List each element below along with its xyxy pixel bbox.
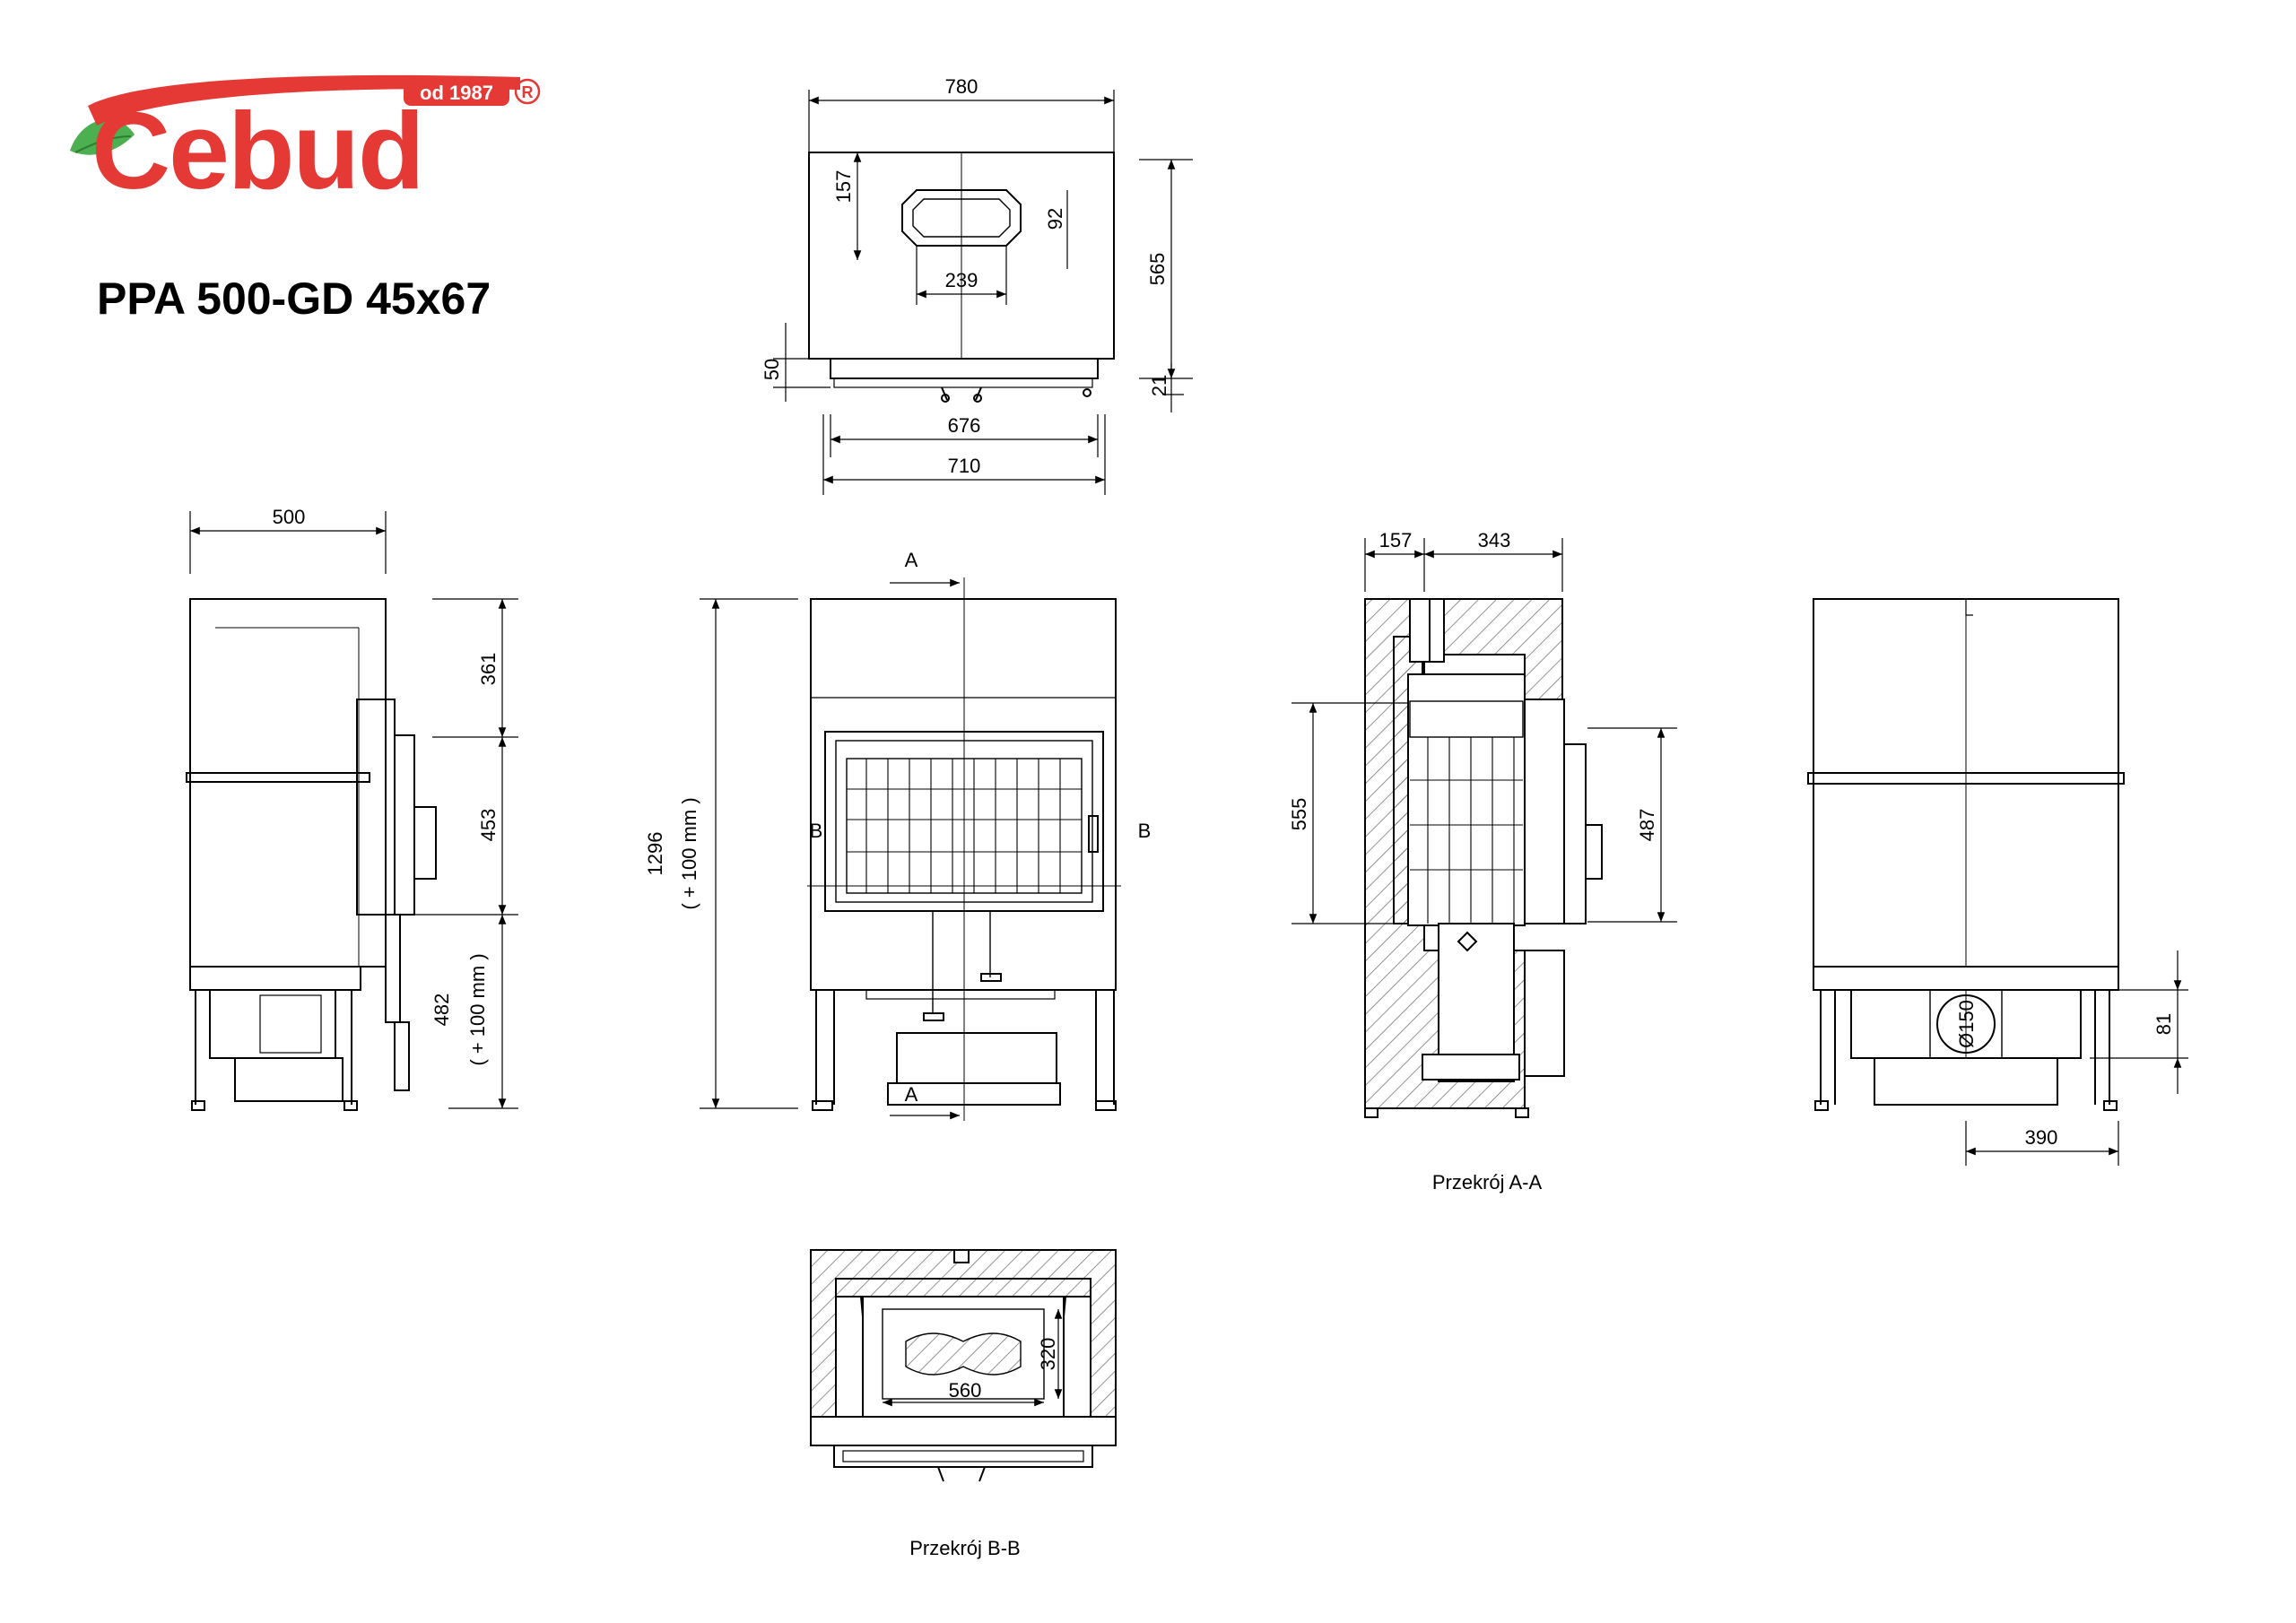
- top-view: [773, 90, 1193, 495]
- front-view-labels: A A B B 1296 ( + 100 mm ): [644, 549, 1151, 1106]
- dim-81: 81: [2152, 1013, 2175, 1035]
- dim-487: 487: [1636, 809, 1658, 842]
- registered-mark: [514, 78, 541, 105]
- section-aa-view: [1292, 538, 1677, 1118]
- dim-361: 361: [477, 653, 500, 686]
- section-a-bottom: A: [905, 1083, 918, 1106]
- dim-555: 555: [1288, 798, 1310, 831]
- dim-21: 21: [1148, 375, 1170, 396]
- since-badge: [404, 79, 509, 106]
- dim-1296: 1296: [644, 832, 666, 876]
- brand-logo: Cebud od 1987 R: [70, 74, 541, 212]
- registered-symbol: R: [522, 83, 534, 101]
- dim-482: 482: [430, 994, 453, 1027]
- dim-50: 50: [761, 359, 783, 380]
- dim-157-aa: 157: [1379, 529, 1413, 551]
- dim-780: 780: [945, 75, 978, 98]
- dim-390: 390: [2025, 1126, 2058, 1149]
- section-bb-caption: Przekrój B-B: [909, 1537, 1020, 1559]
- logo-wordmark: Cebud: [91, 90, 423, 212]
- dim-157-top: 157: [832, 170, 855, 204]
- front-view: [700, 577, 1121, 1121]
- side-view-labels: 500 361 453 482 ( + 100 mm ): [273, 506, 500, 1066]
- section-bb-labels: 320 560 Przekrój B-B: [909, 1338, 1059, 1559]
- top-view-labels: 780 157 92 239 565 50 21 676 710: [761, 75, 1170, 477]
- dim-710: 710: [948, 455, 981, 477]
- dim-1296-note: ( + 100 mm ): [678, 797, 700, 909]
- section-b-right: B: [1138, 820, 1152, 842]
- section-b-left: B: [810, 820, 823, 842]
- section-aa-labels: 157 343 555 487 Przekrój A-A: [1288, 529, 1658, 1193]
- rear-view-labels: Ø150 81 390: [1955, 1000, 2175, 1149]
- dim-343: 343: [1478, 529, 1511, 551]
- leaf-icon: [70, 118, 135, 155]
- since-label: od 1987: [420, 82, 493, 104]
- dim-320: 320: [1037, 1338, 1059, 1371]
- section-a-top: A: [905, 549, 918, 571]
- dim-565: 565: [1146, 253, 1169, 286]
- rear-view: [1807, 598, 2188, 1166]
- dim-239: 239: [945, 269, 978, 291]
- dim-482-note: ( + 100 mm ): [466, 953, 489, 1065]
- dim-453: 453: [477, 809, 500, 842]
- section-aa-caption: Przekrój A-A: [1432, 1171, 1543, 1193]
- dim-676: 676: [948, 414, 981, 437]
- dim-560: 560: [949, 1379, 982, 1402]
- dim-92: 92: [1044, 208, 1066, 230]
- section-bb-view: [810, 1249, 1117, 1482]
- dim-500: 500: [273, 506, 306, 528]
- side-view: [186, 511, 518, 1111]
- dim-diameter-150: Ø150: [1955, 1000, 1978, 1048]
- model-title: PPA 500-GD 45x67: [97, 273, 491, 324]
